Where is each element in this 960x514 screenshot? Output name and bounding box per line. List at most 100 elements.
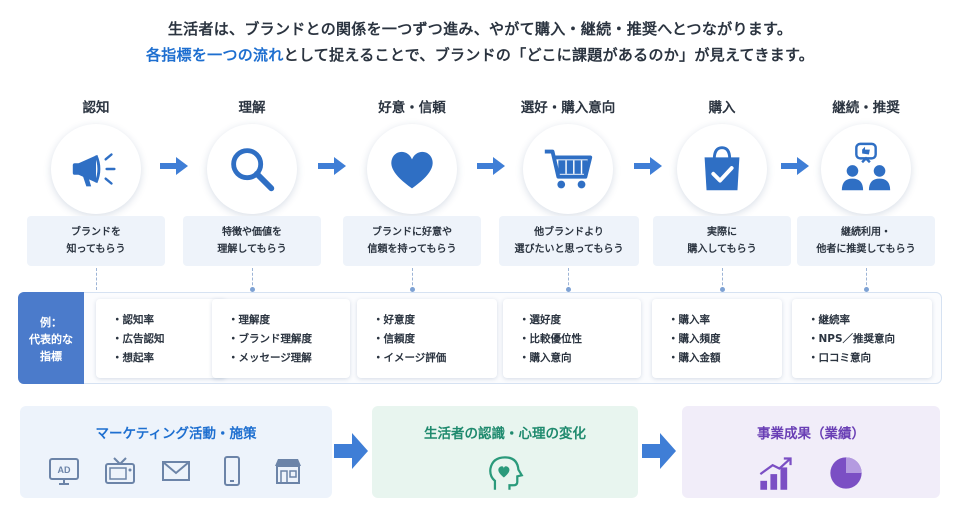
metric-item: 購入意向 bbox=[519, 349, 641, 368]
headline-highlight: 各指標を一つの流れ bbox=[145, 46, 284, 64]
metric-item: 想起率 bbox=[112, 349, 226, 368]
stage-desc-line: 他ブランドより bbox=[534, 227, 604, 238]
stage-title-preference: 選好・購入意向 bbox=[520, 100, 616, 116]
flow-arrow-2 bbox=[318, 157, 346, 175]
stage-desc-line: 他者に推奨してもらう bbox=[816, 244, 916, 255]
metric-item: 認知率 bbox=[112, 311, 226, 330]
flow-arrow-5 bbox=[781, 157, 809, 175]
stage-desc-preference: 他ブランドより選びたいと思ってもらう bbox=[499, 216, 639, 266]
metric-item: 口コミ意向 bbox=[808, 349, 932, 368]
flow-arrow-4 bbox=[634, 157, 662, 175]
metric-item: 広告認知 bbox=[112, 330, 226, 349]
stage-desc-line: 特徴や価値を bbox=[222, 227, 282, 238]
examples-label: 例： 代表的な 指標 bbox=[18, 292, 84, 384]
headline-rest: として捉えることで、ブランドの「どこに課題があるのか」が見えてきます。 bbox=[283, 46, 815, 64]
stage-title-favorability: 好意・信頼 bbox=[378, 100, 446, 116]
stage-desc-loyalty: 継続利用・他者に推奨してもらう bbox=[797, 216, 935, 266]
connector-dot bbox=[864, 287, 869, 292]
marketing-box: マーケティング活動・施策 AD bbox=[20, 406, 332, 498]
connector-line bbox=[96, 268, 97, 290]
metric-item: メッセージ理解 bbox=[228, 349, 350, 368]
stage-title-awareness: 認知 bbox=[82, 100, 110, 116]
stage-circle-purchase bbox=[677, 124, 767, 214]
metric-item: イメージ評価 bbox=[373, 349, 497, 368]
headline-line-2: 各指標を一つの流れとして捉えることで、ブランドの「どこに課題があるのか」が見えて… bbox=[0, 44, 960, 65]
smartphone-icon bbox=[224, 456, 240, 486]
stage-desc-line: 信頼を持ってもらう bbox=[367, 244, 457, 255]
metric-card-favorability: 好意度 信頼度 イメージ評価 bbox=[357, 299, 497, 378]
flow-arrow-big-1 bbox=[334, 433, 368, 469]
stage-circle-preference bbox=[523, 124, 613, 214]
shopping-bag-check-icon bbox=[704, 146, 740, 191]
pie-chart-icon bbox=[830, 457, 862, 489]
connector-line bbox=[412, 268, 413, 290]
consumer-title: 生活者の認識・心理の変化 bbox=[424, 426, 586, 442]
metric-item: 好意度 bbox=[373, 311, 497, 330]
stage-circle-understanding bbox=[207, 124, 297, 214]
stage-desc-line: ブランドに好意や bbox=[372, 227, 452, 238]
consumer-icons bbox=[372, 454, 638, 492]
stage-circle-favorability bbox=[367, 124, 457, 214]
metric-card-purchase: 購入率 購入頻度 購入金額 bbox=[652, 299, 782, 378]
flow-arrow-3 bbox=[477, 157, 505, 175]
metric-item: 理解度 bbox=[228, 311, 350, 330]
stage-desc-line: 購入してもらう bbox=[687, 244, 757, 255]
store-icon bbox=[275, 459, 301, 484]
stage-desc-line: 知ってもらう bbox=[66, 244, 126, 255]
stage-desc-line: 継続利用・ bbox=[841, 227, 891, 238]
flow-arrow-1 bbox=[160, 157, 188, 175]
heart-icon bbox=[391, 151, 433, 189]
connector-dot bbox=[720, 287, 725, 292]
marketing-icons: AD bbox=[20, 454, 332, 488]
metric-item: 信頼度 bbox=[373, 330, 497, 349]
ad-display-icon: AD bbox=[49, 458, 79, 485]
business-title: 事業成果（業績） bbox=[757, 426, 865, 442]
metric-item: NPS／推奨意向 bbox=[808, 330, 932, 349]
connector-line bbox=[252, 268, 253, 290]
stage-desc-line: ブランドを bbox=[71, 227, 121, 238]
mail-icon bbox=[162, 461, 190, 481]
connector-line bbox=[568, 268, 569, 290]
head-heart-icon bbox=[489, 456, 524, 490]
examples-label-line: 代表的な bbox=[29, 333, 73, 346]
stage-desc-understanding: 特徴や価値を理解してもらう bbox=[183, 216, 321, 266]
consumer-box: 生活者の認識・心理の変化 bbox=[372, 406, 638, 498]
stage-desc-line: 理解してもらう bbox=[217, 244, 287, 255]
metric-item: 購入率 bbox=[668, 311, 782, 330]
stage-circle-awareness bbox=[51, 124, 141, 214]
magnifier-icon bbox=[231, 148, 275, 192]
metric-card-understanding: 理解度 ブランド理解度 メッセージ理解 bbox=[212, 299, 350, 378]
marketing-title: マーケティング活動・施策 bbox=[95, 426, 257, 442]
metric-item: 選好度 bbox=[519, 311, 641, 330]
stage-title-loyalty: 継続・推奨 bbox=[832, 100, 900, 116]
stage-circle-loyalty bbox=[821, 124, 911, 214]
stage-desc-favorability: ブランドに好意や信頼を持ってもらう bbox=[343, 216, 481, 266]
business-icons bbox=[682, 454, 940, 492]
business-box: 事業成果（業績） bbox=[682, 406, 940, 498]
bar-growth-icon bbox=[759, 457, 792, 490]
tv-icon bbox=[105, 457, 135, 484]
examples-label-line: 指標 bbox=[40, 350, 62, 363]
metric-card-preference: 選好度 比較優位性 購入意向 bbox=[503, 299, 641, 378]
people-like-icon bbox=[841, 142, 891, 191]
stage-desc-line: 選びたいと思ってもらう bbox=[514, 244, 624, 255]
stage-desc-purchase: 実際に購入してもらう bbox=[653, 216, 791, 266]
connector-dot bbox=[250, 287, 255, 292]
stage-desc-awareness: ブランドを知ってもらう bbox=[27, 216, 165, 266]
flow-arrow-big-2 bbox=[642, 433, 676, 469]
connector-line bbox=[722, 268, 723, 290]
ad-text: AD bbox=[58, 465, 71, 475]
headline-line-1: 生活者は、ブランドとの関係を一つずつ進み、やがて購入・継続・推奨へとつながります… bbox=[167, 20, 793, 38]
examples-label-line: 例： bbox=[40, 316, 62, 329]
metric-item: 購入金額 bbox=[668, 349, 782, 368]
cart-icon bbox=[544, 149, 593, 189]
connector-dot bbox=[566, 287, 571, 292]
metric-card-loyalty: 継続率 NPS／推奨意向 口コミ意向 bbox=[792, 299, 932, 378]
megaphone-icon bbox=[72, 153, 116, 187]
metric-item: 比較優位性 bbox=[519, 330, 641, 349]
stage-title-purchase: 購入 bbox=[708, 100, 736, 116]
metric-item: 継続率 bbox=[808, 311, 932, 330]
stage-title-understanding: 理解 bbox=[238, 100, 266, 116]
connector-line bbox=[866, 268, 867, 290]
metric-card-awareness: 認知率 広告認知 想起率 bbox=[96, 299, 226, 378]
